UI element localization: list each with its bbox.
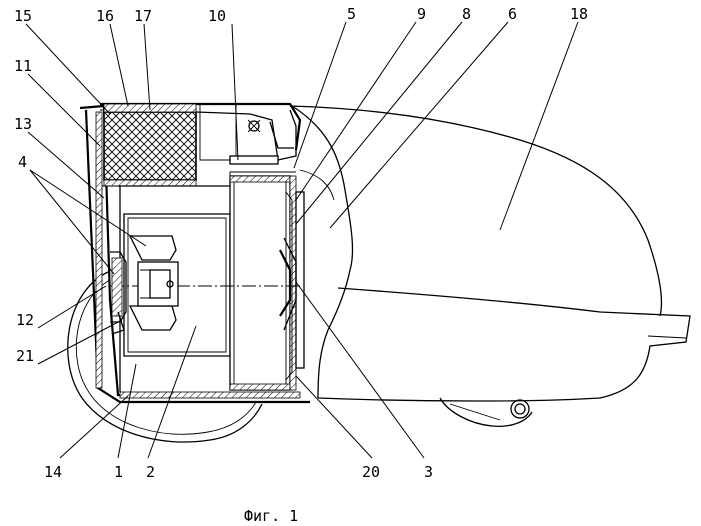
motor-assembly [110, 176, 304, 392]
label-3: 3 [424, 463, 433, 481]
label-20: 20 [362, 463, 380, 481]
label-10: 10 [208, 7, 226, 25]
label-9: 9 [417, 5, 426, 23]
label-14: 14 [44, 463, 62, 481]
label-11: 11 [14, 57, 32, 75]
figure-caption: Фиг. 1 [244, 507, 298, 525]
label-6: 6 [508, 5, 517, 23]
label-2: 2 [146, 463, 155, 481]
filter-block [102, 104, 296, 186]
label-4: 4 [18, 153, 27, 171]
label-13: 13 [14, 115, 32, 133]
label-12: 12 [16, 311, 34, 329]
label-8: 8 [462, 5, 471, 23]
label-18: 18 [570, 5, 588, 23]
front-wheel [440, 398, 532, 426]
label-5: 5 [347, 5, 356, 23]
label-17: 17 [134, 7, 152, 25]
label-15: 15 [14, 7, 32, 25]
label-21: 21 [16, 347, 34, 365]
label-16: 16 [96, 7, 114, 25]
mechanism-10 [196, 110, 296, 164]
label-1: 1 [114, 463, 123, 481]
